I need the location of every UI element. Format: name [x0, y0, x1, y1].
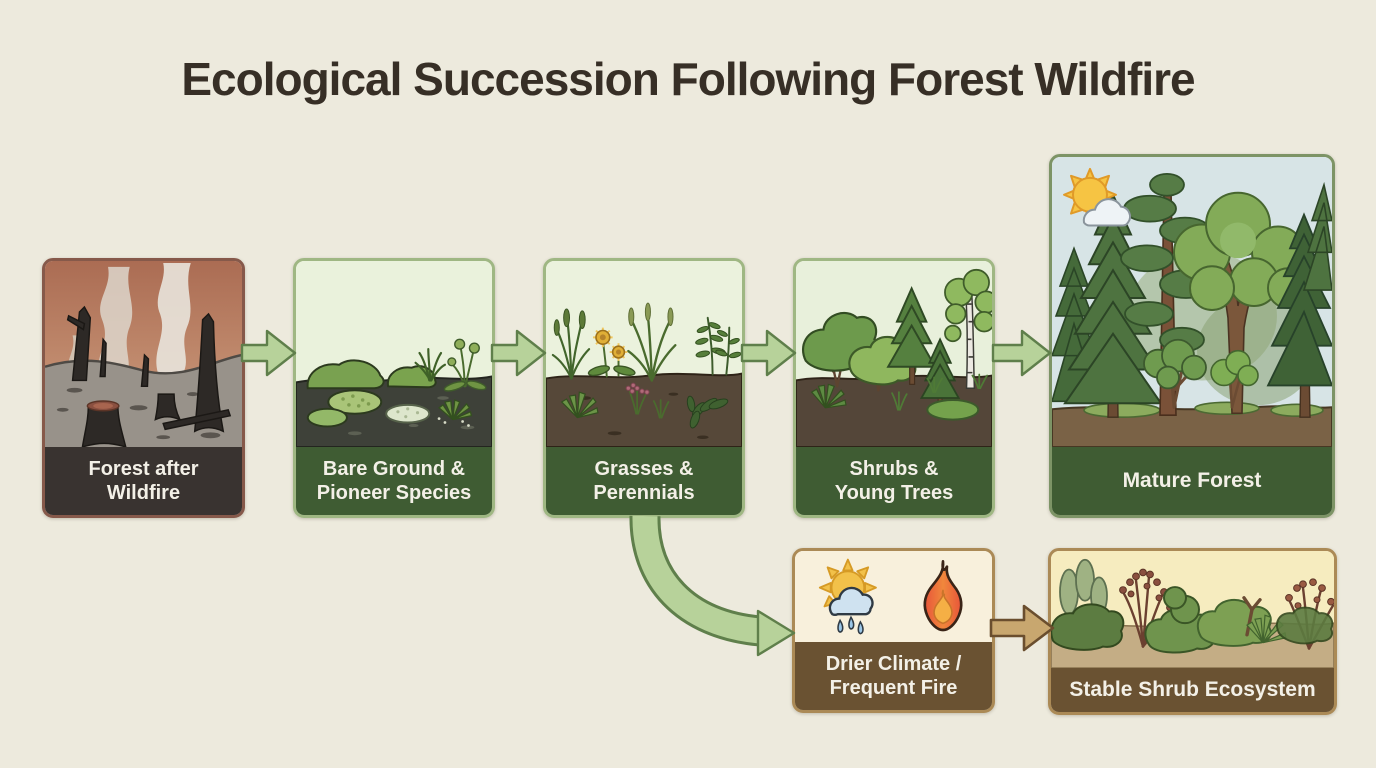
arrow-shrubs-to-mature-icon: [991, 329, 1052, 377]
arrow-grasses-to-shrubs-icon: [740, 329, 797, 377]
stage-card-stable-shrub: Stable Shrub Ecosystem: [1048, 548, 1337, 715]
stage-card-grasses-perennials: Grasses &Perennials: [543, 258, 745, 518]
mature-forest-illustration: [1052, 157, 1332, 447]
arrow-drier-to-shrub-icon: [989, 604, 1055, 652]
shrub-ecosystem-illustration: [1051, 551, 1334, 668]
stage-card-bare-ground: Bare Ground &Pioneer Species: [293, 258, 495, 518]
curved-branch-arrow-icon: [629, 515, 796, 657]
grasses-illustration: [546, 261, 742, 447]
arrow-wildfire-to-bareground-icon: [240, 329, 297, 377]
climate-icons: [795, 551, 992, 642]
fire-icon: [923, 559, 962, 631]
sun-rain-cloud-icon: [818, 558, 877, 634]
sun-cloud-icon: [1063, 167, 1132, 227]
arrow-bareground-to-grasses-icon: [490, 329, 547, 377]
bare-ground-illustration: [296, 261, 492, 447]
stage-label: Stable Shrub Ecosystem: [1051, 668, 1334, 712]
stage-label: Bare Ground &Pioneer Species: [296, 447, 492, 515]
shrubs-illustration: [796, 261, 992, 447]
stage-card-mature-forest: Mature Forest: [1049, 154, 1335, 518]
stage-label: Shrubs &Young Trees: [796, 447, 992, 515]
stage-card-shrubs-young-trees: Shrubs &Young Trees: [793, 258, 995, 518]
stage-card-drier-climate: Drier Climate /Frequent Fire: [792, 548, 995, 713]
stage-label: Drier Climate /Frequent Fire: [795, 642, 992, 710]
burnt-forest-illustration: [45, 261, 242, 447]
stage-label: Grasses &Perennials: [546, 447, 742, 515]
stage-label: Mature Forest: [1052, 447, 1332, 515]
diagram-title: Ecological Succession Following Forest W…: [181, 53, 1195, 105]
